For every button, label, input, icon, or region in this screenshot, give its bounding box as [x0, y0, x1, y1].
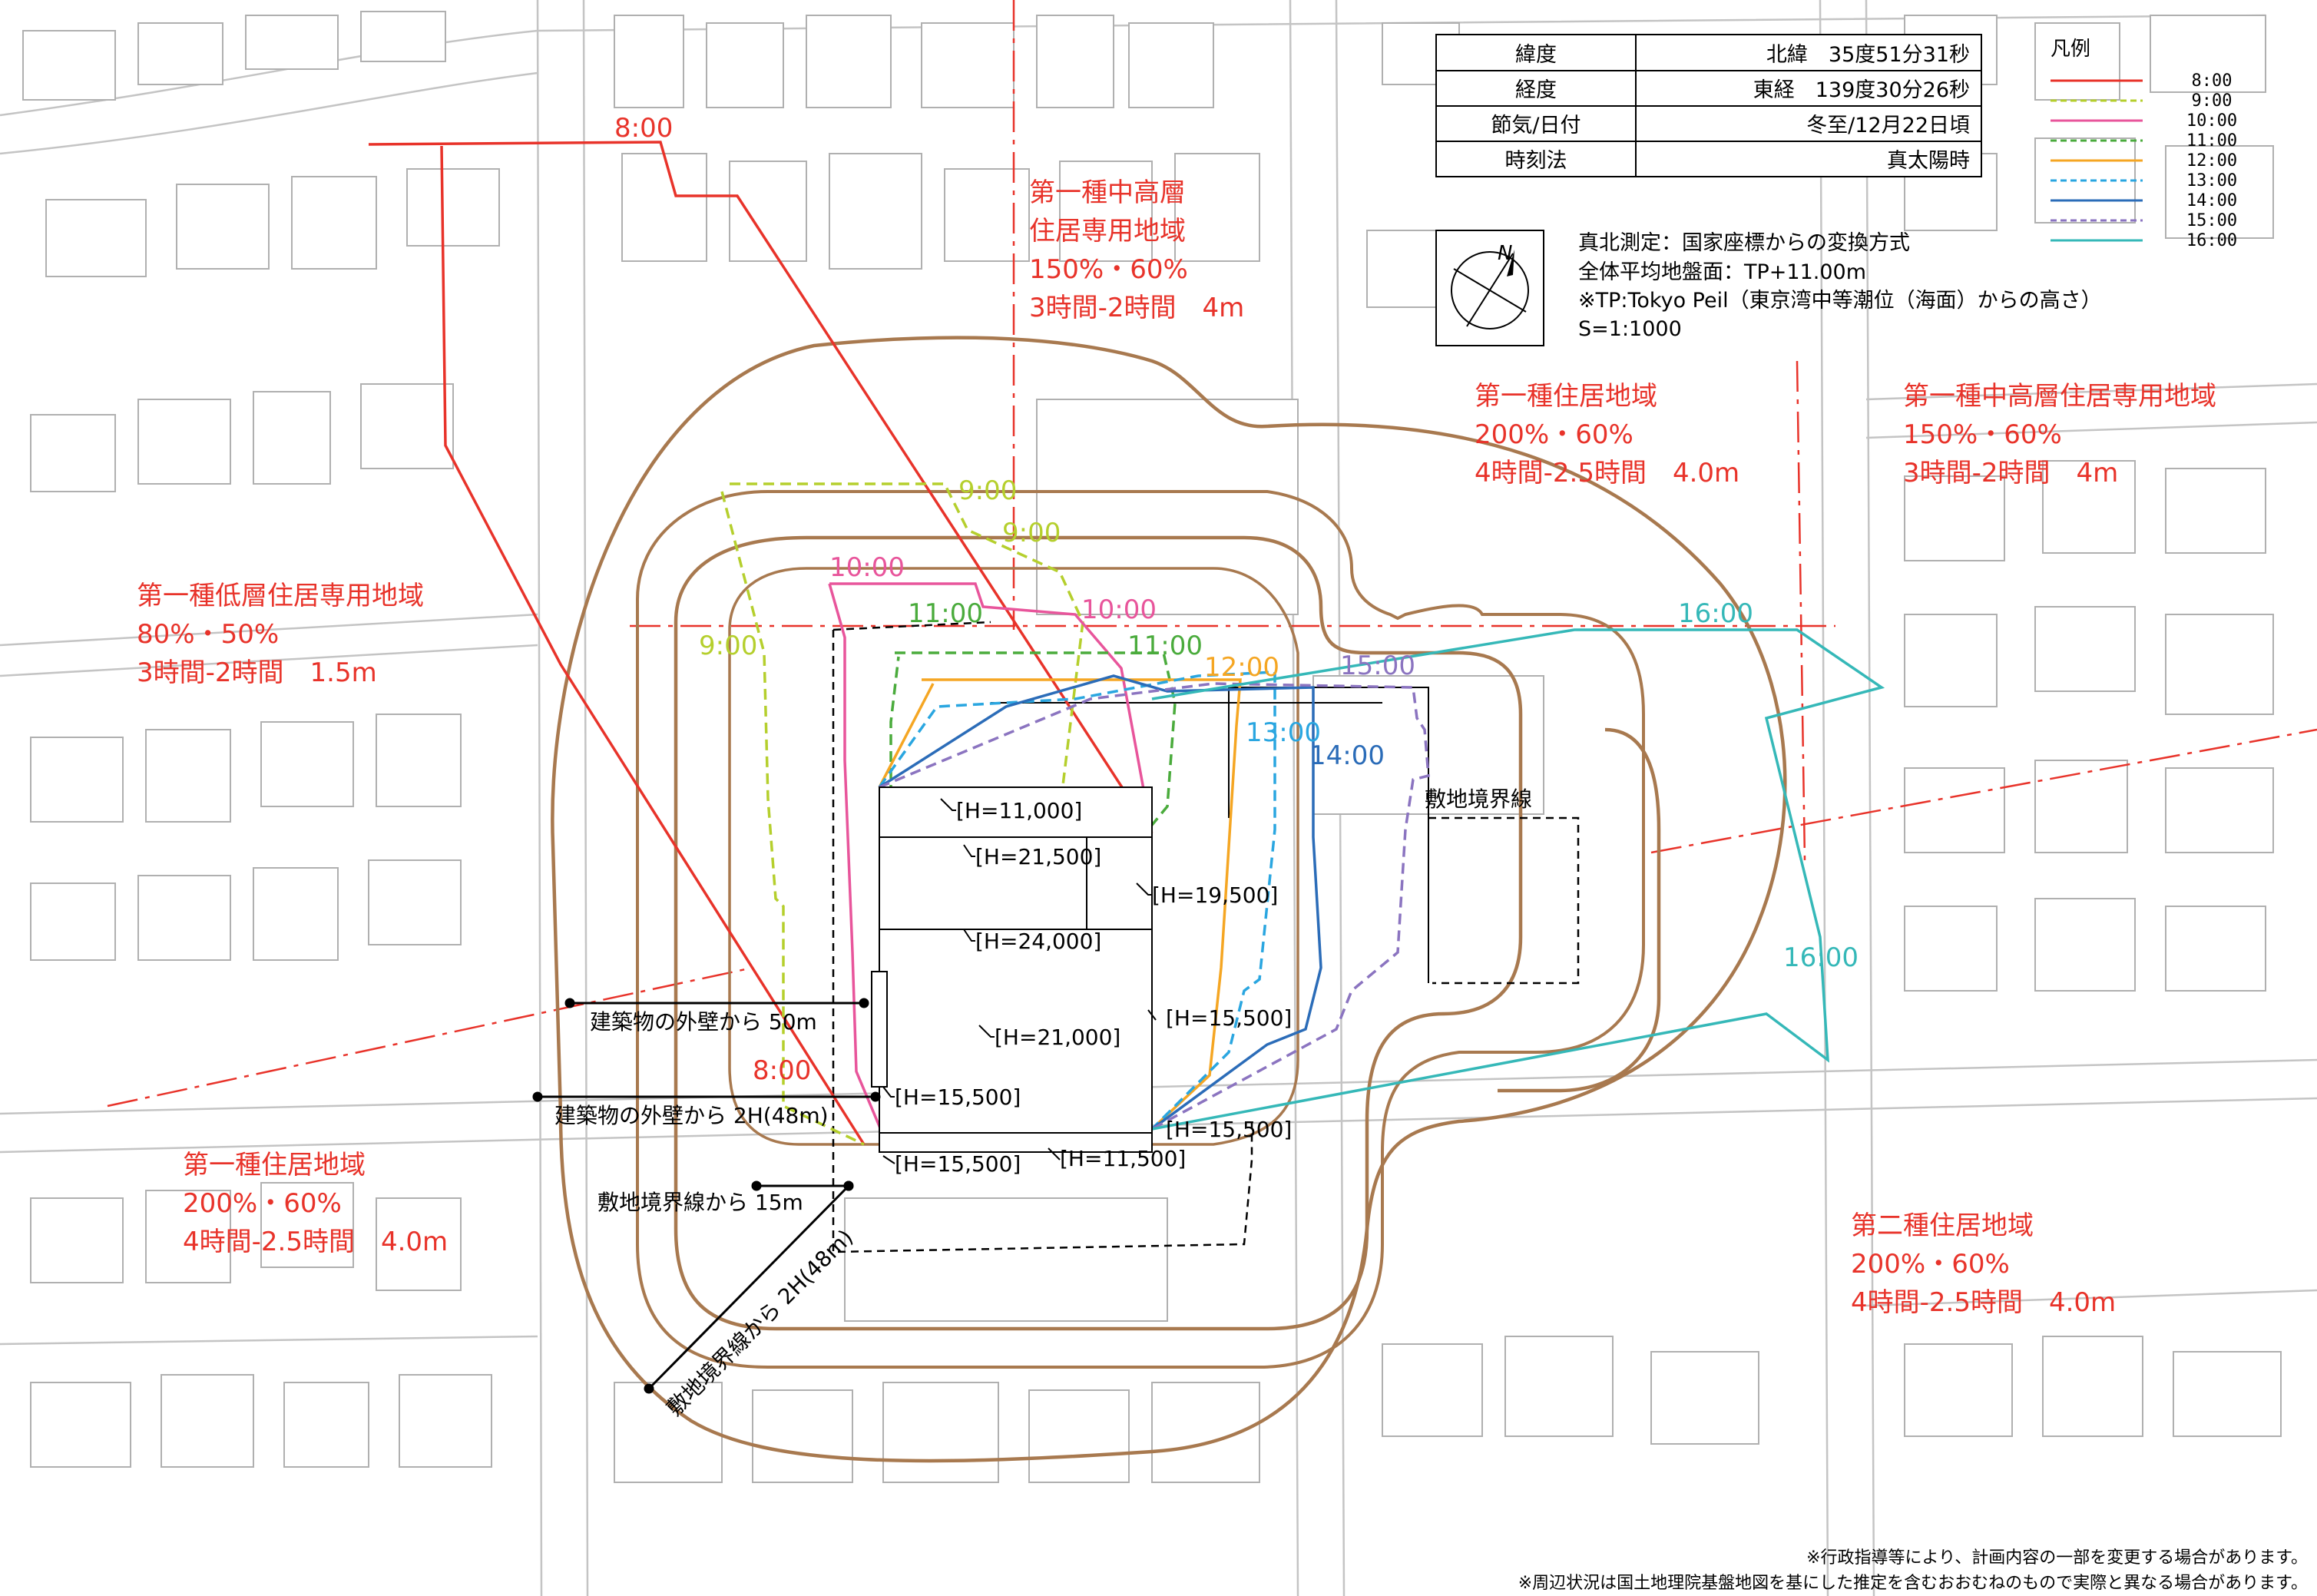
offset-rings [551, 336, 1787, 1463]
time-label-9-b: 9:00 [1002, 518, 1061, 548]
time-label-9-c: 9:00 [699, 631, 757, 661]
dim-label-50m: 建築物の外壁から 50m [590, 1009, 817, 1035]
time-label-9-a: 9:00 [958, 475, 1017, 506]
height-labels [882, 798, 1157, 1164]
table-value-latitude: 北緯 35度51分31秒 [1766, 43, 1970, 67]
time-label-10-b: 10:00 [1081, 594, 1157, 625]
zone-label-4: 第一種低層住居専用地域 80%・50% 3時間-2時間 1.5m [137, 581, 432, 688]
dim-label-15m: 敷地境界線から 15m [597, 1190, 803, 1215]
legend-label-7: 15:00 [2186, 211, 2237, 230]
height-label-8: [H=15,500] [1166, 1117, 1292, 1142]
table-value-time-method: 真太陽時 [1887, 149, 1970, 173]
zone-boundary-lines [107, 0, 2317, 1108]
height-label-1: [H=11,000] [956, 798, 1082, 823]
svg-text:N: N [1498, 242, 1512, 265]
info-table: 緯度 北緯 35度51分31秒 経度 東経 139度30分26秒 節気/日付 冬… [1435, 34, 1982, 177]
time-label-16-a: 16:00 [1678, 598, 1753, 629]
table-value-longitude: 東経 139度30分26秒 [1753, 78, 1970, 102]
north-arrow-icon [1507, 250, 1514, 276]
legend-title: 凡例 [2051, 38, 2090, 61]
height-label-2: [H=21,500] [975, 844, 1101, 869]
note-ground: 全体平均地盤面：TP+11.00m [1578, 260, 1866, 284]
table-label-latitude: 緯度 [1515, 43, 1557, 67]
legend-label-0: 8:00 [2192, 71, 2233, 91]
legend-label-3: 11:00 [2186, 131, 2237, 151]
zone-label-3: 第一種中高層住居専用地域 150%・60% 3時間-2時間 4m [1903, 381, 2225, 488]
shadow-line-13 [878, 671, 1276, 1146]
time-label-11-a: 11:00 [908, 598, 983, 629]
site-boundary-label: 敷地境界線 [1425, 786, 1532, 812]
table-label-time-method: 時刻法 [1505, 149, 1567, 173]
footnote-2: ※周辺状況は国土地理院基盤地図を基にした推定を含むおおむねのもので実際と異なる場… [1518, 1574, 2308, 1593]
legend: 凡例 8:009:0010:0011:0012:0013:0014:0015:0… [2051, 38, 2237, 250]
time-labels: 8:00 8:00 9:00 9:00 9:00 10:00 10:00 11:… [614, 113, 1859, 1086]
dimension-lines [532, 998, 881, 1394]
note-tp: ※TP:Tokyo Peil（東京湾中等潮位（海面）からの高さ） [1578, 289, 2102, 313]
legend-label-2: 10:00 [2186, 111, 2237, 131]
height-texts: [H=11,000] [H=21,500] [H=19,500] [H=24,0… [895, 798, 1292, 1177]
height-label-5: [H=21,000] [995, 1025, 1120, 1050]
zone-label-5: 第一種住居地域 200%・60% 4時間-2.5時間 4.0m [183, 1150, 448, 1257]
shadow-line-14 [879, 674, 1322, 1131]
legend-label-5: 13:00 [2186, 171, 2237, 190]
zone-label-2: 第一種住居地域 200%・60% 4時間-2.5時間 4.0m [1475, 381, 1739, 488]
table-label-season: 節気/日付 [1491, 114, 1581, 137]
zone-label-1: 第一種中高層 住居専用地域 150%・60% 3時間-2時間 4m [1029, 177, 1244, 323]
time-label-10-a: 10:00 [829, 552, 905, 583]
legend-label-8: 16:00 [2186, 231, 2237, 250]
legend-label-4: 12:00 [2186, 151, 2237, 171]
building-footprints [22, 11, 2282, 1483]
shadow-line-15 [879, 682, 1430, 1131]
table-label-longitude: 経度 [1515, 78, 1557, 102]
time-label-8-mid: 8:00 [753, 1055, 811, 1086]
shadow-line-16 [1151, 628, 1885, 1131]
dim-label-2h-building: 建築物の外壁から 2H(48m) [554, 1103, 829, 1128]
notes: 真北測定：国家座標からの変換方式 全体平均地盤面：TP+11.00m ※TP:T… [1578, 231, 2102, 341]
height-label-10: [H=11,500] [1060, 1146, 1186, 1171]
legend-label-6: 14:00 [2186, 191, 2237, 210]
time-label-8-top: 8:00 [614, 113, 673, 144]
compass: N [1435, 230, 1544, 346]
shadow-line-9 [720, 482, 1084, 1146]
time-label-13: 13:00 [1246, 717, 1321, 748]
height-label-3: [H=19,500] [1152, 882, 1278, 908]
footnotes: ※行政指導等により、計画内容の一部を変更する場合があります。 ※周辺状況は国土地… [1518, 1548, 2308, 1593]
height-label-9: [H=15,500] [895, 1151, 1021, 1177]
zone-label-6: 第二種住居地域 200%・60% 4時間-2.5時間 4.0m [1851, 1210, 2116, 1318]
time-label-16-b: 16:00 [1783, 942, 1859, 973]
zone-labels: 第一種中高層 住居専用地域 150%・60% 3時間-2時間 4m 第一種住居地… [137, 177, 2225, 1318]
legend-label-1: 9:00 [2192, 91, 2233, 111]
note-north: 真北測定：国家座標からの変換方式 [1578, 231, 1910, 255]
time-label-12: 12:00 [1204, 652, 1279, 683]
time-label-14: 14:00 [1309, 740, 1385, 771]
site-boundary [832, 621, 1580, 1253]
planned-buildings [871, 786, 1153, 1153]
height-label-6: [H=15,500] [1166, 1005, 1292, 1031]
time-label-15: 15:00 [1340, 651, 1415, 681]
footnote-1: ※行政指導等により、計画内容の一部を変更する場合があります。 [1806, 1548, 2308, 1568]
height-label-7: [H=15,500] [895, 1084, 1021, 1110]
shadow-line-8 [368, 141, 1154, 1145]
note-scale: S=1:1000 [1578, 317, 1682, 341]
height-label-4: [H=24,000] [975, 929, 1101, 954]
table-value-season: 冬至/12月22日頃 [1806, 114, 1970, 137]
site-boundary-solid [991, 687, 1429, 983]
time-label-11-b: 11:00 [1127, 631, 1203, 661]
